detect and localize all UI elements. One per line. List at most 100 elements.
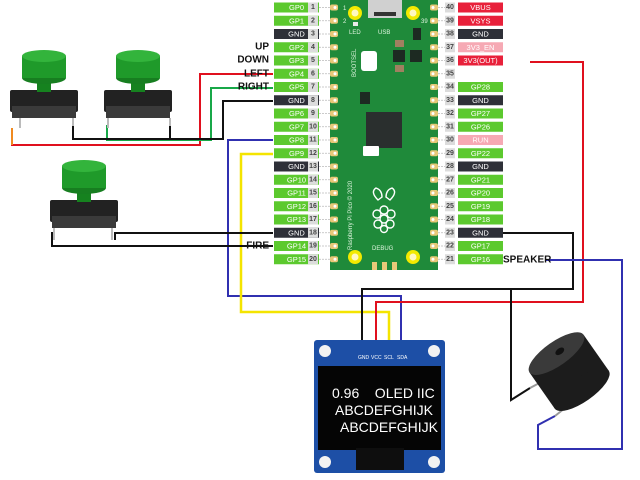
pin-number: 2: [311, 17, 315, 24]
button-cap: [62, 166, 106, 188]
oled-mount-hole: [319, 345, 331, 357]
pin-number: 15: [309, 190, 317, 197]
pin-number: 11: [309, 137, 317, 144]
pin-number-box: [308, 174, 318, 185]
pin-pad-hole: [333, 165, 337, 168]
pin-label: GP21: [471, 175, 490, 184]
pin-label-box: [274, 68, 319, 79]
pin-number: 25: [446, 203, 454, 210]
label-fire: FIRE: [246, 241, 269, 252]
pin-label: GP8: [289, 136, 304, 145]
oled-mount-hole: [428, 345, 440, 357]
pin-label-box: [458, 174, 503, 185]
pin-pad-hole: [431, 138, 435, 142]
pin-label-box: [274, 42, 319, 53]
pin-number: 38: [446, 31, 454, 38]
pin-number: 24: [446, 216, 454, 223]
pin-label-box: [458, 214, 503, 225]
pin-pad-hole: [333, 151, 337, 155]
pin-number-box: [445, 148, 455, 159]
pin-number-box: [308, 29, 318, 39]
pin-label-box: [458, 15, 503, 26]
pin-number: 14: [309, 176, 317, 183]
pin-pad-hole: [333, 138, 337, 142]
push-button-2[interactable]: [104, 50, 172, 128]
oled-mount-hole: [428, 456, 440, 468]
pin-number: 8: [311, 97, 315, 104]
pin-number-box: [308, 68, 318, 79]
pin-label: GP14: [287, 242, 306, 251]
pin-label: GP6: [289, 109, 304, 118]
pin-label: GND: [288, 228, 305, 237]
pin-number: 1: [311, 4, 315, 11]
pin-label: GP20: [471, 189, 490, 198]
pin-pad-hole: [333, 6, 337, 9]
oled-line-3: ABCDEFGHIJK: [340, 419, 439, 435]
oled-screen: [318, 366, 441, 450]
pin-number: 40: [446, 4, 454, 11]
signal-labels: UP DOWN LEFT RIGHT FIRE SPEAKER: [237, 42, 552, 266]
silk-pin1: 1: [343, 6, 347, 12]
mount-hole-center: [351, 253, 359, 261]
push-button-1[interactable]: [10, 50, 78, 128]
pin-number: 20: [309, 256, 317, 263]
bootsel-button[interactable]: [361, 51, 377, 71]
pin-label-box: [274, 2, 319, 13]
pin-number-box: [308, 188, 318, 198]
component: [395, 40, 404, 47]
push-button-fire[interactable]: [50, 160, 118, 240]
pin-label: GP4: [289, 69, 304, 78]
buzzer-hole: [555, 347, 565, 356]
pin-label-box: [458, 188, 503, 198]
pin-number-box: [308, 2, 318, 13]
silk-bootsel: BOOTSEL: [352, 48, 358, 77]
component: [393, 50, 405, 62]
pin-number: 37: [446, 44, 454, 51]
silk-led: LED: [349, 30, 361, 36]
wire-vcc-red: [375, 61, 584, 340]
pin-number: 13: [309, 163, 317, 170]
pin-label: GP18: [471, 215, 490, 224]
pin-number-box: [308, 15, 318, 26]
pin-row-24: GP18 24: [438, 214, 503, 225]
pin-label: GP17: [471, 242, 490, 251]
pin-label-box: [274, 174, 319, 185]
pin-pad-hole: [431, 59, 435, 62]
pin-label-box: [458, 82, 503, 92]
pin-number: 7: [311, 84, 315, 91]
button-base-bottom: [52, 216, 116, 228]
pin-number-box: [445, 68, 455, 79]
pin-number: 18: [309, 229, 317, 236]
pin-number-box: [308, 42, 318, 53]
button-base-bottom: [106, 106, 170, 118]
oled-display: GND VCC SCL SDA 0.96 OLED IIC ABCDEFGHIJ…: [314, 340, 445, 473]
pin-label: GND: [472, 162, 489, 171]
pin-number-box: [445, 42, 455, 53]
pin-pad-hole: [431, 191, 435, 195]
pin-label-box: [458, 42, 503, 53]
pin-row-36: 3V3(OUT)36: [438, 55, 503, 66]
pin-label: GP28: [471, 83, 490, 92]
usb-port: [374, 12, 396, 16]
pin-number: 12: [309, 150, 317, 157]
pin-label: 3V3_EN: [467, 43, 495, 52]
pin-label-box: [458, 95, 503, 106]
pin-number-box: [308, 108, 318, 119]
oled-line-1: 0.96 OLED IIC: [332, 385, 435, 401]
pico-board: 1 2 39 LED USB BOOTSEL Raspberry Pi Pico…: [330, 0, 438, 270]
silk-pin39: 39: [421, 19, 428, 25]
pin-number-box: [308, 201, 318, 212]
pin-number-box: [445, 15, 455, 26]
button-cap-top: [22, 50, 66, 62]
